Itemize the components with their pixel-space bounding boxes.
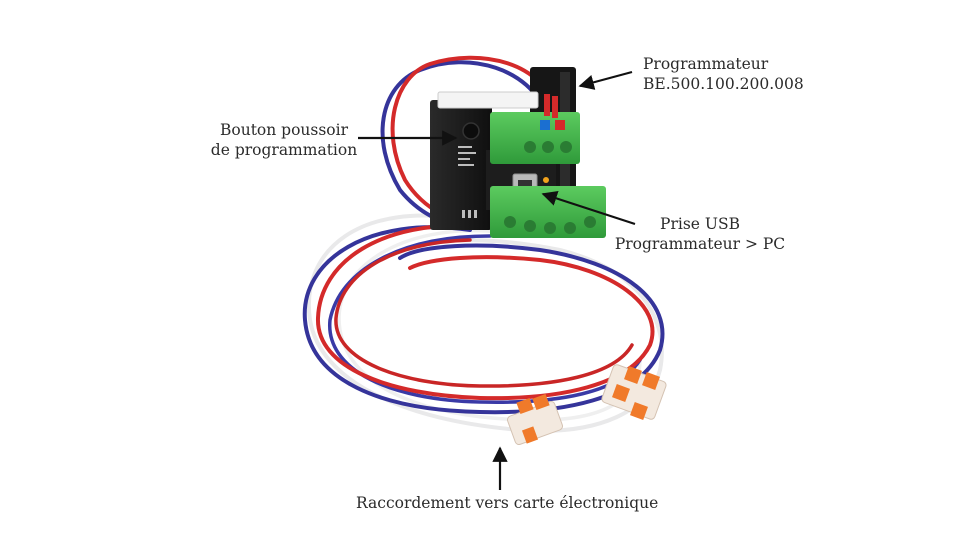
blue-wire-top: [380, 60, 547, 230]
bouton-line1: Bouton poussoir: [219, 121, 349, 139]
bottom-terminal-block: [490, 186, 606, 238]
push-button: [462, 122, 480, 140]
wire-bundle: [302, 55, 665, 433]
lever-connector-left: [507, 393, 563, 446]
red-wire-2: [334, 238, 634, 388]
top-terminal-block: [490, 94, 580, 164]
bouton-line2: de programmation: [210, 141, 358, 159]
arrow-usb: [541, 190, 636, 226]
blue-wire: [302, 225, 665, 415]
usb-line2: Programmateur > PC: [614, 235, 786, 253]
lever-connectors: [507, 364, 667, 446]
label-raccordement: Raccordement vers carte électronique: [356, 493, 658, 513]
label-prise-usb: Prise USB Programmateur > PC: [612, 214, 788, 254]
annotation-arrows: [358, 70, 636, 490]
raccordement-text: Raccordement vers carte électronique: [356, 494, 659, 512]
programmer-module: [430, 67, 606, 238]
lever-connector-right: [601, 364, 667, 420]
label-bouton-poussoir: Bouton poussoir de programmation: [205, 120, 363, 160]
arrow-programmateur: [578, 70, 633, 90]
programmateur-line2: BE.500.100.200.008: [643, 75, 804, 93]
programmateur-line1: Programmateur: [643, 55, 769, 73]
white-wire-2: [337, 229, 642, 422]
usb-line1: Prise USB: [660, 215, 740, 233]
red-wire: [315, 223, 655, 401]
label-programmateur: Programmateur BE.500.100.200.008: [643, 54, 804, 94]
enclosure-markings: [458, 146, 477, 218]
